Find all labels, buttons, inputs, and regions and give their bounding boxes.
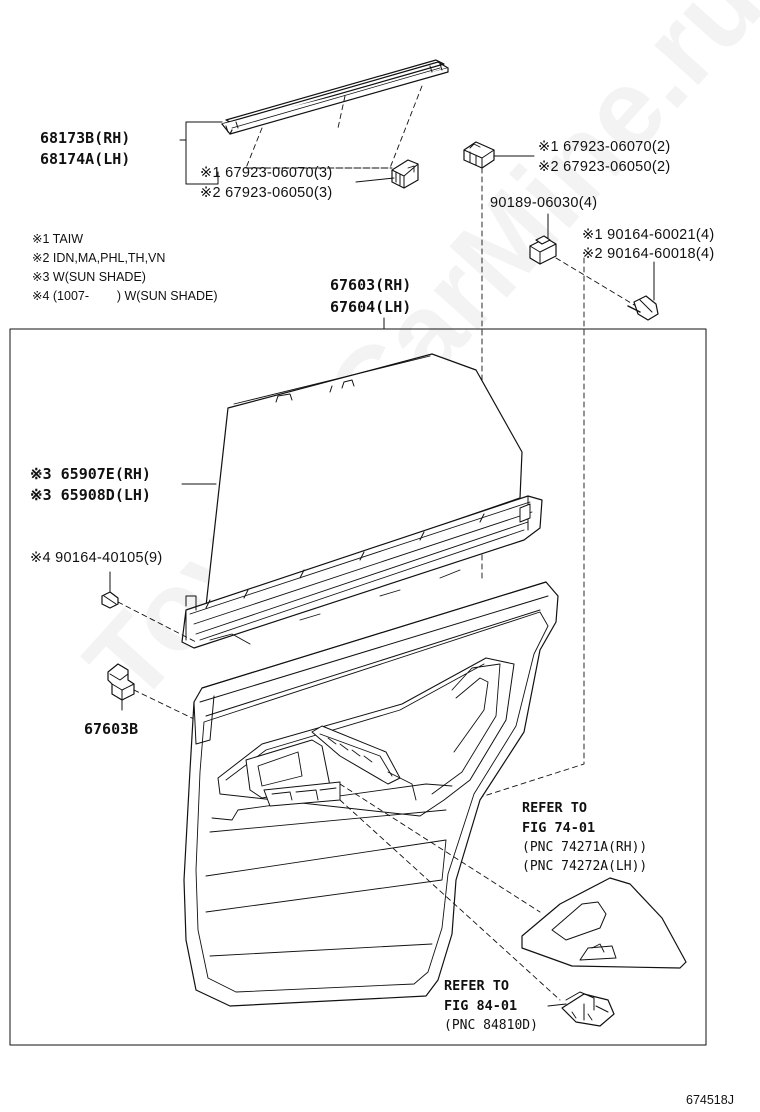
switch-unit-part [561,991,615,1027]
label-clip-left-2: ※2 67923-06050(3) [200,185,333,201]
ref2-line2: FIG 84-01 [444,998,518,1014]
leader-switch-unit [547,1003,567,1007]
label-shade-screw: ※4 90164-40105(9) [30,550,163,566]
rail-guide-lines [245,85,423,169]
ref2-line3: (PNC 84810D) [444,1018,538,1033]
label-panel-lh: 67604(LH) [330,298,412,316]
retainer-guide [439,257,585,811]
label-retainer: 90189-06030(4) [490,195,598,211]
ref1-line1: REFER TO [522,800,588,816]
retainer-part [529,235,557,265]
sun-shade-part [181,353,543,649]
legend-item-4: ※4 (1007- ) W(SUN SHADE) [32,289,218,303]
door-trim-panel-part [183,581,559,1007]
label-rail-lh: 68174A(LH) [40,150,131,168]
ref2-line1: REFER TO [444,978,510,994]
panel-guide-lower-2 [339,799,561,1001]
figure-id: 674518J [686,1093,734,1107]
leader-clip-left [355,177,395,183]
panel-clip-part [107,663,135,701]
legend-item-2: ※2 IDN,MA,PHL,TH,VN [32,251,166,265]
shade-screw-part [101,591,119,609]
clip-left-part [391,159,419,189]
switch-bezel-part [521,877,687,969]
panel-guide-lower [339,783,541,913]
ref1-line4: (PNC 74272A(LH)) [522,859,648,874]
clip-right-part [463,141,495,169]
legend-item-3: ※3 W(SUN SHADE) [32,270,146,284]
sunshade-rail-part [221,59,449,135]
ref1-line2: FIG 74-01 [522,820,596,836]
legend-item-1: ※1 TAIW [32,232,83,246]
leader-rail [185,121,223,185]
assembly-frame [9,328,707,1046]
screw-right-part [627,295,659,321]
label-rail-rh: 68173B(RH) [40,129,131,147]
label-screw-1: ※1 90164-60021(4) [582,227,715,243]
label-panel-rh: 67603(RH) [330,276,412,294]
label-shade-rh: ※3 65907E(RH) [30,465,151,483]
label-shade-lh: ※3 65908D(LH) [30,486,151,504]
label-panel-clip: 67603B [84,720,139,738]
ref1-line3: (PNC 74271A(RH)) [522,840,648,855]
label-screw-2: ※2 90164-60018(4) [582,246,715,262]
label-clip-right-1: ※1 67923-06070(2) [538,139,671,155]
label-clip-right-2: ※2 67923-06050(2) [538,159,671,175]
label-clip-left-1: ※1 67923-06070(3) [200,165,333,181]
